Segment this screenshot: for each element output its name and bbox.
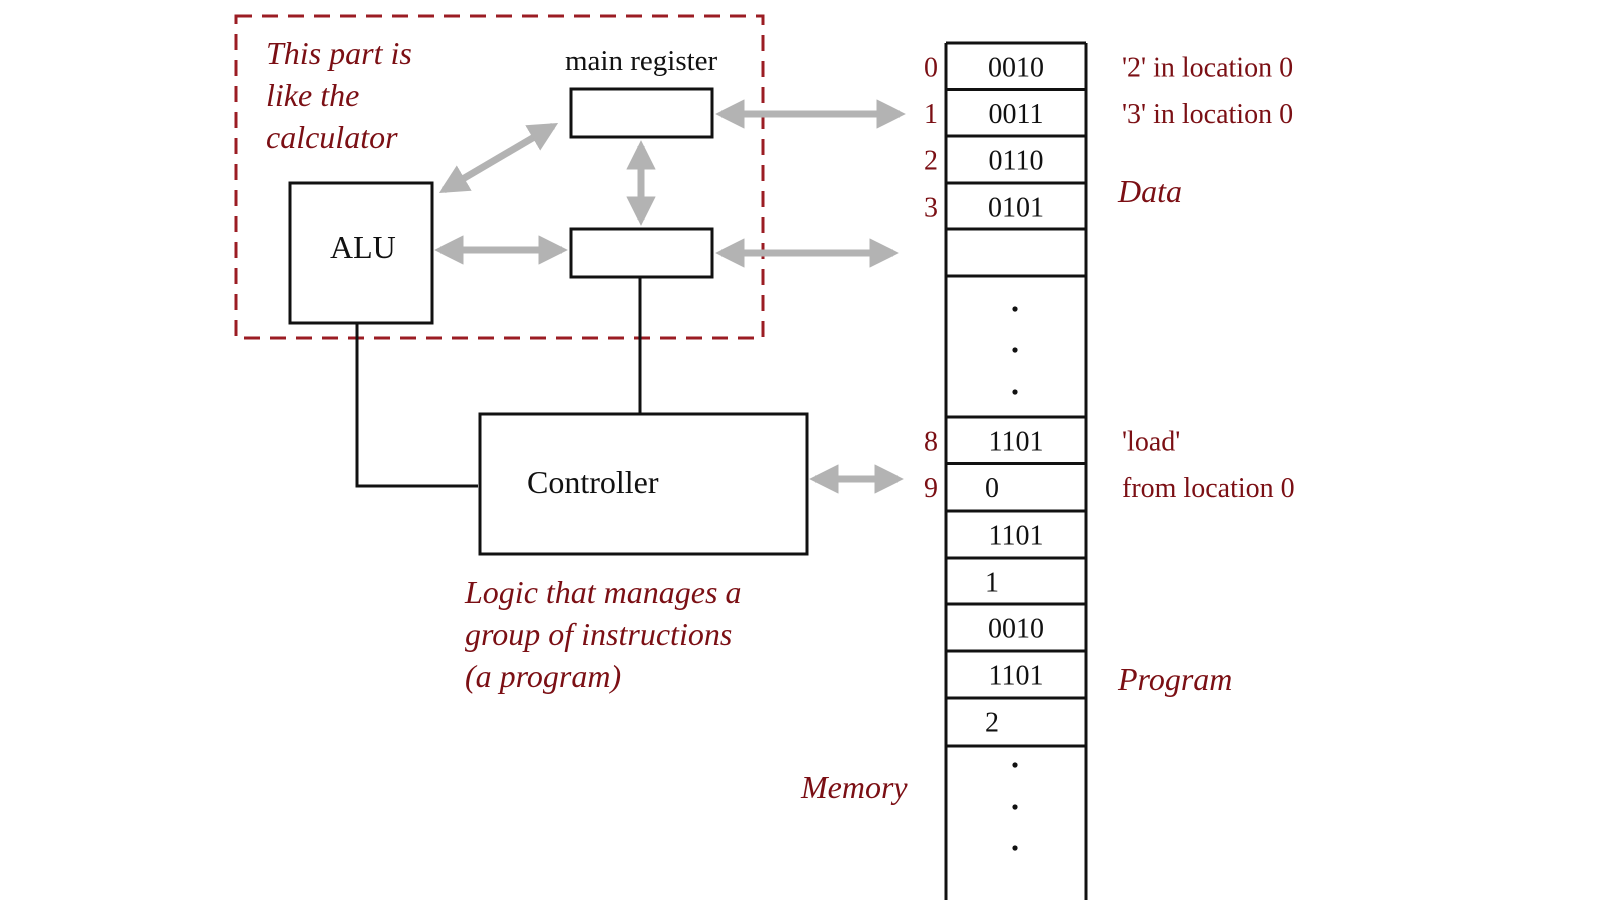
memory-cell-value: 2 xyxy=(985,707,999,738)
ellipsis-dot xyxy=(1012,762,1018,768)
alu-main-register-arrow xyxy=(438,122,559,194)
memory-address: 1 xyxy=(924,99,938,130)
calculator-note-line-1: This part is xyxy=(266,35,412,71)
memory-cell: 0110 2 xyxy=(924,145,1043,176)
memory-annotation: 'load' xyxy=(1122,426,1180,457)
memory-address: 2 xyxy=(924,145,938,176)
ellipsis-dot xyxy=(1012,845,1018,851)
controller-note-line-3: (a program) xyxy=(465,658,621,694)
memory-cell: 0010 xyxy=(988,613,1044,644)
memory-cell-value: 0010 xyxy=(988,52,1044,83)
alu-controller-wire xyxy=(355,322,478,488)
ellipsis-dot xyxy=(1012,347,1018,353)
program-label: Program xyxy=(1117,661,1232,697)
calculator-note: This part is like the calculator xyxy=(266,35,420,155)
calculator-region-border xyxy=(234,14,765,340)
calculator-note-line-3: calculator xyxy=(266,119,398,155)
memory-address: 0 xyxy=(924,52,938,83)
ellipsis-dot xyxy=(1012,804,1018,810)
data-label: Data xyxy=(1117,173,1182,209)
memory-cell: 1101 xyxy=(989,660,1044,691)
controller-note-line-2: group of instructions xyxy=(465,616,732,652)
memory-annotation: '3' in location 0 xyxy=(1122,99,1293,130)
memory-cell-value: 0101 xyxy=(988,192,1044,223)
memory-cell-value: 0010 xyxy=(988,613,1044,644)
alu-box xyxy=(288,181,434,325)
memory-annotation: from location 0 xyxy=(1122,473,1295,504)
alu-label: ALU xyxy=(330,229,396,265)
memory-cell: 2 xyxy=(985,707,999,738)
memory-cell-value: 1101 xyxy=(989,660,1044,691)
memory-annotation: '2' in location 0 xyxy=(1122,52,1293,83)
memory-cell: 0011 1 '3' in location 0 xyxy=(924,99,1293,130)
memory-cell: 1101 8 'load' xyxy=(924,426,1180,457)
memory-cell: 1 xyxy=(985,567,999,598)
memory-cell-value: 1101 xyxy=(989,520,1044,551)
main-register-label: main register xyxy=(565,45,718,77)
main-register-box xyxy=(569,87,714,139)
controller-label: Controller xyxy=(527,464,659,500)
calculator-note-line-2: like the xyxy=(266,77,359,113)
memory-column: 0010 0 '2' in location 0 0011 1 '3' in locati… xyxy=(924,41,1295,900)
controller-note-line-1: Logic that manages a xyxy=(464,574,741,610)
memory-cell: 0101 3 xyxy=(924,192,1044,223)
memory-address: 9 xyxy=(924,473,938,504)
controller-box xyxy=(478,412,809,556)
memory-cell-value: 1 xyxy=(985,567,999,598)
memory-label: Memory xyxy=(800,769,908,805)
memory-cell-value: 0110 xyxy=(989,145,1044,176)
secondary-register-box xyxy=(569,227,714,279)
memory-cell-value: 0011 xyxy=(989,99,1044,130)
memory-cell: 1101 xyxy=(989,520,1044,551)
memory-address: 8 xyxy=(924,426,938,457)
ellipsis-dot xyxy=(1012,389,1018,395)
memory-cell: 0 9 from location 0 xyxy=(924,473,1295,504)
memory-cell-value: 0 xyxy=(985,473,999,504)
memory-address: 3 xyxy=(924,192,938,223)
controller-note: Logic that manages a group of instructio… xyxy=(464,574,749,694)
ellipsis-dot xyxy=(1012,306,1018,312)
memory-cell-value: 1101 xyxy=(989,426,1044,457)
memory-cell: 0010 0 '2' in location 0 xyxy=(924,52,1293,83)
